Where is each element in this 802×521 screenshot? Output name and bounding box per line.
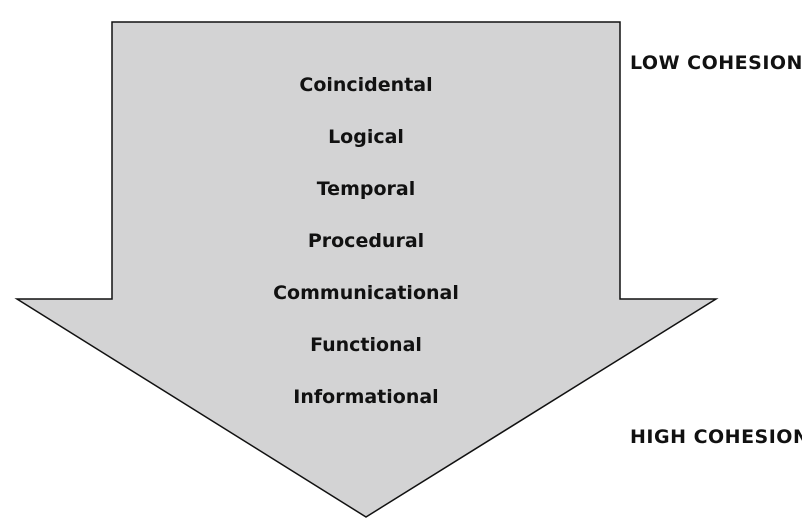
level-communicational: Communicational [273,282,459,304]
down-arrow [14,21,719,518]
level-temporal: Temporal [317,178,415,200]
cohesion-levels: Coincidental Logical Temporal Procedural… [273,74,459,408]
level-logical: Logical [328,126,404,148]
level-procedural: Procedural [308,230,424,252]
low-cohesion-label: LOW COHESION [630,52,802,74]
high-cohesion-label: HIGH COHESION [630,426,802,448]
level-coincidental: Coincidental [299,74,432,96]
level-informational: Informational [293,386,438,408]
level-functional: Functional [310,334,422,356]
